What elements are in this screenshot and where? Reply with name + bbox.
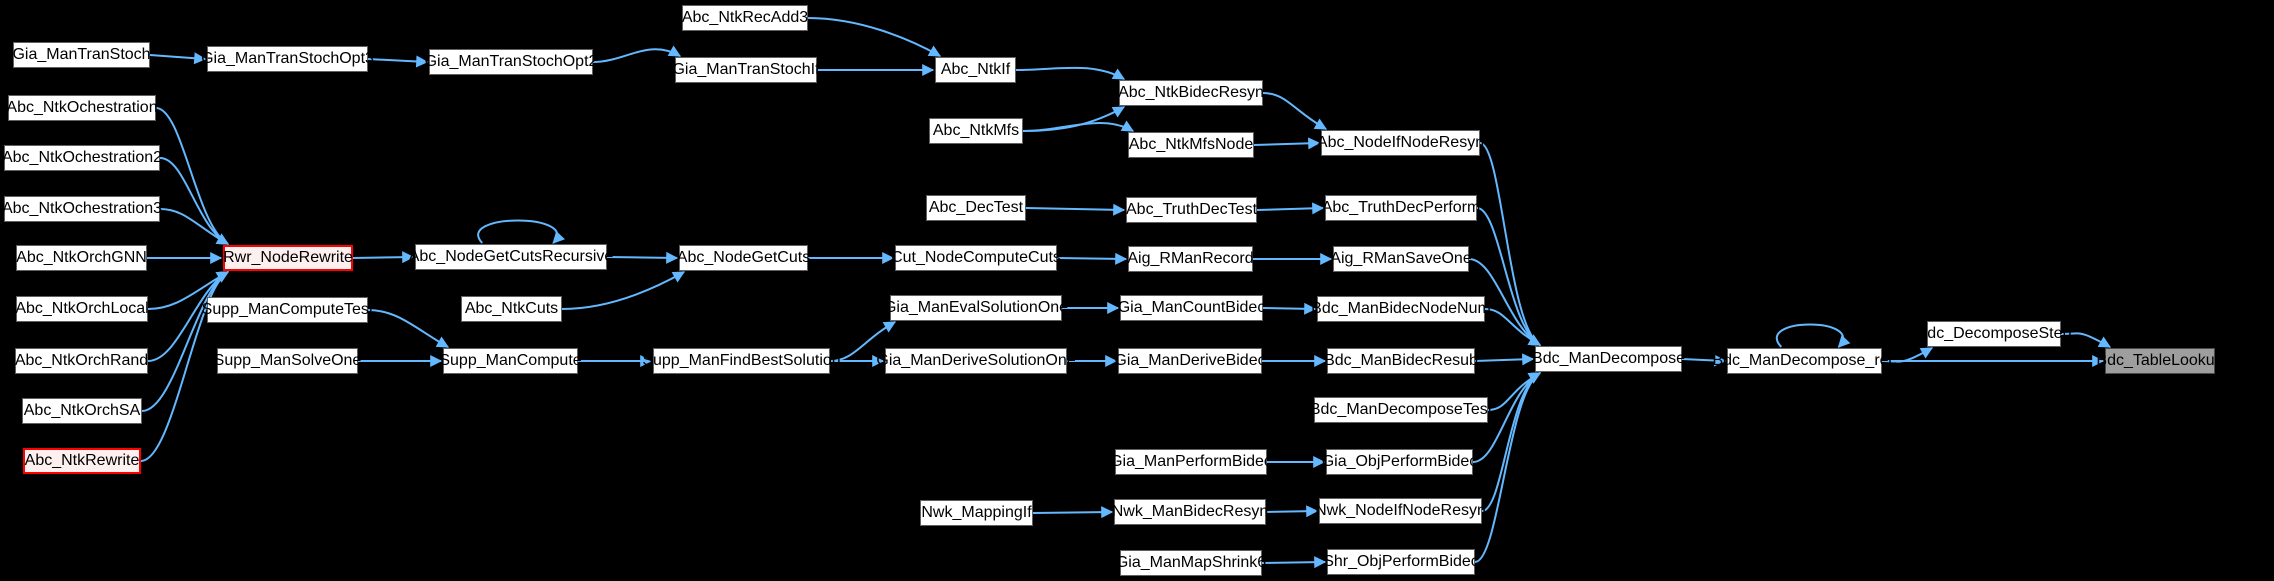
edge-Bdc_ManBidecResub-to-Bdc_ManDecompose xyxy=(1474,353,1535,366)
graph-node-Abc_NtkOrchGNN[interactable]: Abc_NtkOrchGNN xyxy=(16,245,147,271)
edge-Abc_NtkOrchSA-to-Rwr_NodeRewrite xyxy=(141,271,230,412)
graph-node-Supp_ManFindBestSolution[interactable]: Supp_ManFindBestSolution xyxy=(642,348,841,374)
graph-node-Aig_RManSaveOne[interactable]: Aig_RManSaveOne xyxy=(1330,246,1472,272)
graph-node-Nwk_NodeIfNodeResyn[interactable]: Nwk_NodeIfNodeResyn xyxy=(1315,498,1486,524)
graph-node-Bdc_TableLookup: Bdc_TableLookup xyxy=(2096,348,2224,374)
edge-Abc_TruthDecTest-to-Abc_TruthDecPerform xyxy=(1256,202,1325,215)
graph-node-Gia_ManDeriveBidec[interactable]: Gia_ManDeriveBidec xyxy=(1114,348,1266,374)
edge-Abc_DecTest-to-Abc_TruthDecTest xyxy=(1025,203,1126,216)
graph-node-Gia_ManTranStoch[interactable]: Gia_ManTranStoch xyxy=(12,42,151,68)
edge-Abc_NodeGetCutsRecursive-to-Abc_NodeGetCuts xyxy=(606,251,679,264)
edge-Abc_NtkBidecResyn-to-Abc_NodeIfNodeResyn xyxy=(1262,92,1328,130)
edge-Supp_ManComputeTest-to-Supp_ManCompute xyxy=(367,309,450,348)
edge-Abc_NtkOchestration3-to-Rwr_NodeRewrite xyxy=(159,208,230,245)
graph-node-Abc_NtkOchestration3[interactable]: Abc_NtkOchestration3 xyxy=(2,196,162,222)
graph-node-Abc_NtkOchestration[interactable]: Abc_NtkOchestration xyxy=(6,95,158,121)
edge-Abc_NtkRecAdd3-to-Abc_NtkIf xyxy=(807,17,942,57)
graph-node-Nwk_ManBidecResyn[interactable]: Nwk_ManBidecResyn xyxy=(1112,499,1268,525)
graph-node-Abc_NtkOrchSA[interactable]: Abc_NtkOrchSA xyxy=(22,398,142,424)
edge-Shr_ObjPerformBidec-to-Bdc_ManDecompose xyxy=(1474,372,1542,563)
graph-node-Abc_NtkOchestration2[interactable]: Abc_NtkOchestration2 xyxy=(2,145,162,171)
graph-node-Bdc_ManDecompose[interactable]: Bdc_ManDecompose xyxy=(1532,346,1685,372)
edge-Bdc_DecomposeStep-to-Bdc_TableLookup xyxy=(2060,332,2112,348)
graph-node-Rwr_NodeRewrite[interactable]: Rwr_NodeRewrite xyxy=(223,245,353,271)
edge-Abc_NtkMfs-to-Abc_NtkBidecResyn xyxy=(1022,106,1126,132)
graph-node-Abc_NtkRecAdd3[interactable]: Abc_NtkRecAdd3 xyxy=(682,5,808,31)
graph-node-Bdc_ManBidecNodeNum[interactable]: Bdc_ManBidecNodeNum xyxy=(1311,296,1491,322)
edge-Abc_TruthDecPerform-to-Bdc_ManDecompose xyxy=(1476,207,1542,346)
edge-Abc_NtkMfs-to-Abc_NtkMfsNode xyxy=(1022,120,1135,132)
graph-node-Abc_NtkMfs[interactable]: Abc_NtkMfs xyxy=(929,118,1023,144)
edge-Bdc_ManDecompose-to-Bdc_ManDecompose_rec xyxy=(1681,354,1727,367)
graph-node-Abc_TruthDecTest[interactable]: Abc_TruthDecTest xyxy=(1126,197,1257,223)
graph-node-Abc_NtkOrchLocal[interactable]: Abc_NtkOrchLocal xyxy=(15,296,149,322)
graph-node-Abc_NtkBidecResyn[interactable]: Abc_NtkBidecResyn xyxy=(1118,80,1264,106)
edge-Nwk_ManBidecResyn-to-Nwk_NodeIfNodeResyn xyxy=(1265,505,1319,518)
graph-node-Gia_ManCountBidec[interactable]: Gia_ManCountBidec xyxy=(1118,295,1265,321)
graph-node-Shr_ObjPerformBidec[interactable]: Shr_ObjPerformBidec xyxy=(1323,549,1479,575)
edge-Abc_NtkIf-to-Abc_NtkBidecResyn xyxy=(1015,66,1126,80)
edge-Abc_NtkMfsNode-to-Abc_NodeIfNodeResyn xyxy=(1253,137,1321,150)
edge-Gia_ManTranStoch-to-Gia_ManTranStochOpt3 xyxy=(149,52,207,65)
graph-node-Gia_ManPerformBidec[interactable]: Gia_ManPerformBidec xyxy=(1110,449,1272,475)
edge-Abc_NodeGetCutsRecursive-to-Abc_NodeGetCutsRecursive xyxy=(477,219,565,244)
edge-Bdc_ManDecompose_rec-to-Bdc_ManDecompose_rec xyxy=(1776,323,1851,348)
graph-node-Abc_NodeGetCutsRecursive[interactable]: Abc_NodeGetCutsRecursive xyxy=(409,244,613,270)
graph-node-Abc_NtkIf[interactable]: Abc_NtkIf xyxy=(935,57,1016,83)
graph-node-Abc_NodeIfNodeResyn[interactable]: Abc_NodeIfNodeResyn xyxy=(1317,130,1484,156)
graph-node-Supp_ManComputeTest[interactable]: Supp_ManComputeTest xyxy=(202,297,373,323)
graph-node-Supp_ManSolveOne[interactable]: Supp_ManSolveOne xyxy=(214,348,361,374)
graph-node-Bdc_DecomposeStep[interactable]: Bdc_DecomposeStep xyxy=(1917,321,2071,347)
edge-Abc_NtkOchestration-to-Rwr_NodeRewrite xyxy=(155,107,230,245)
graph-node-Abc_DecTest[interactable]: Abc_DecTest xyxy=(926,195,1026,221)
edge-Bdc_ManBidecNodeNum-to-Bdc_ManDecompose xyxy=(1484,308,1542,346)
graph-node-Abc_NodeGetCuts[interactable]: Abc_NodeGetCuts xyxy=(677,245,810,271)
graph-node-Gia_ManTranStochIf[interactable]: Gia_ManTranStochIf xyxy=(672,57,820,83)
edge-Abc_NtkOchestration2-to-Rwr_NodeRewrite xyxy=(159,157,230,245)
edge-Gia_ManTranStochOpt3-to-Gia_ManTranStochOpt2 xyxy=(367,55,429,68)
graph-node-Gia_ManTranStochOpt3[interactable]: Gia_ManTranStochOpt3 xyxy=(201,46,374,72)
graph-node-Gia_ManMapShrink6[interactable]: Gia_ManMapShrink6 xyxy=(1116,550,1266,576)
graph-node-Gia_ManEvalSolutionOne[interactable]: Gia_ManEvalSolutionOne xyxy=(884,295,1068,321)
edge-Abc_NtkRewrite-to-Rwr_NodeRewrite xyxy=(140,271,230,462)
edge-Gia_ManCountBidec-to-Bdc_ManBidecNodeNum xyxy=(1262,302,1317,315)
graph-node-Abc_NtkOrchRand[interactable]: Abc_NtkOrchRand xyxy=(15,348,148,374)
edge-Gia_ManTranStochOpt2-to-Gia_ManTranStochIf xyxy=(592,45,682,63)
graph-node-Abc_NtkRewrite[interactable]: Abc_NtkRewrite xyxy=(23,448,141,474)
graph-node-Bdc_ManBidecResub[interactable]: Bdc_ManBidecResub xyxy=(1324,348,1478,374)
edge-Abc_NtkCuts-to-Abc_NodeGetCuts xyxy=(561,271,686,310)
graph-node-Bdc_ManDecompose_rec[interactable]: Bdc_ManDecompose_rec xyxy=(1712,348,1897,374)
graph-node-Gia_ManDeriveSolutionOne[interactable]: Gia_ManDeriveSolutionOne xyxy=(876,348,1076,374)
edge-Abc_NodeIfNodeResyn-to-Bdc_ManDecompose xyxy=(1479,142,1542,346)
graph-node-Gia_ObjPerformBidec[interactable]: Gia_ObjPerformBidec xyxy=(1322,449,1477,475)
graph-node-Bdc_ManDecomposeTest[interactable]: Bdc_ManDecomposeTest xyxy=(1310,397,1492,423)
edge-Rwr_NodeRewrite-to-Abc_NodeGetCutsRecursive xyxy=(352,251,415,264)
graph-node-Nwk_MappingIf[interactable]: Nwk_MappingIf xyxy=(920,500,1033,526)
edge-Gia_ManMapShrink6-to-Shr_ObjPerformBidec xyxy=(1261,556,1327,569)
graph-node-Aig_RManRecord[interactable]: Aig_RManRecord xyxy=(1127,246,1254,272)
graph-node-Supp_ManCompute[interactable]: Supp_ManCompute xyxy=(439,348,582,374)
edge-Cut_NodeComputeCuts-to-Aig_RManRecord xyxy=(1056,252,1128,265)
graph-node-Gia_ManTranStochOpt2[interactable]: Gia_ManTranStochOpt2 xyxy=(425,49,597,75)
graph-node-Abc_TruthDecPerform[interactable]: Abc_TruthDecPerform xyxy=(1322,195,1480,221)
graph-node-Abc_NtkCuts[interactable]: Abc_NtkCuts xyxy=(461,296,562,322)
graph-node-Cut_NodeComputeCuts[interactable]: Cut_NodeComputeCuts xyxy=(891,245,1061,271)
graph-node-Abc_NtkMfsNode[interactable]: Abc_NtkMfsNode xyxy=(1128,132,1254,158)
edge-Nwk_MappingIf-to-Nwk_ManBidecResyn xyxy=(1032,506,1114,519)
